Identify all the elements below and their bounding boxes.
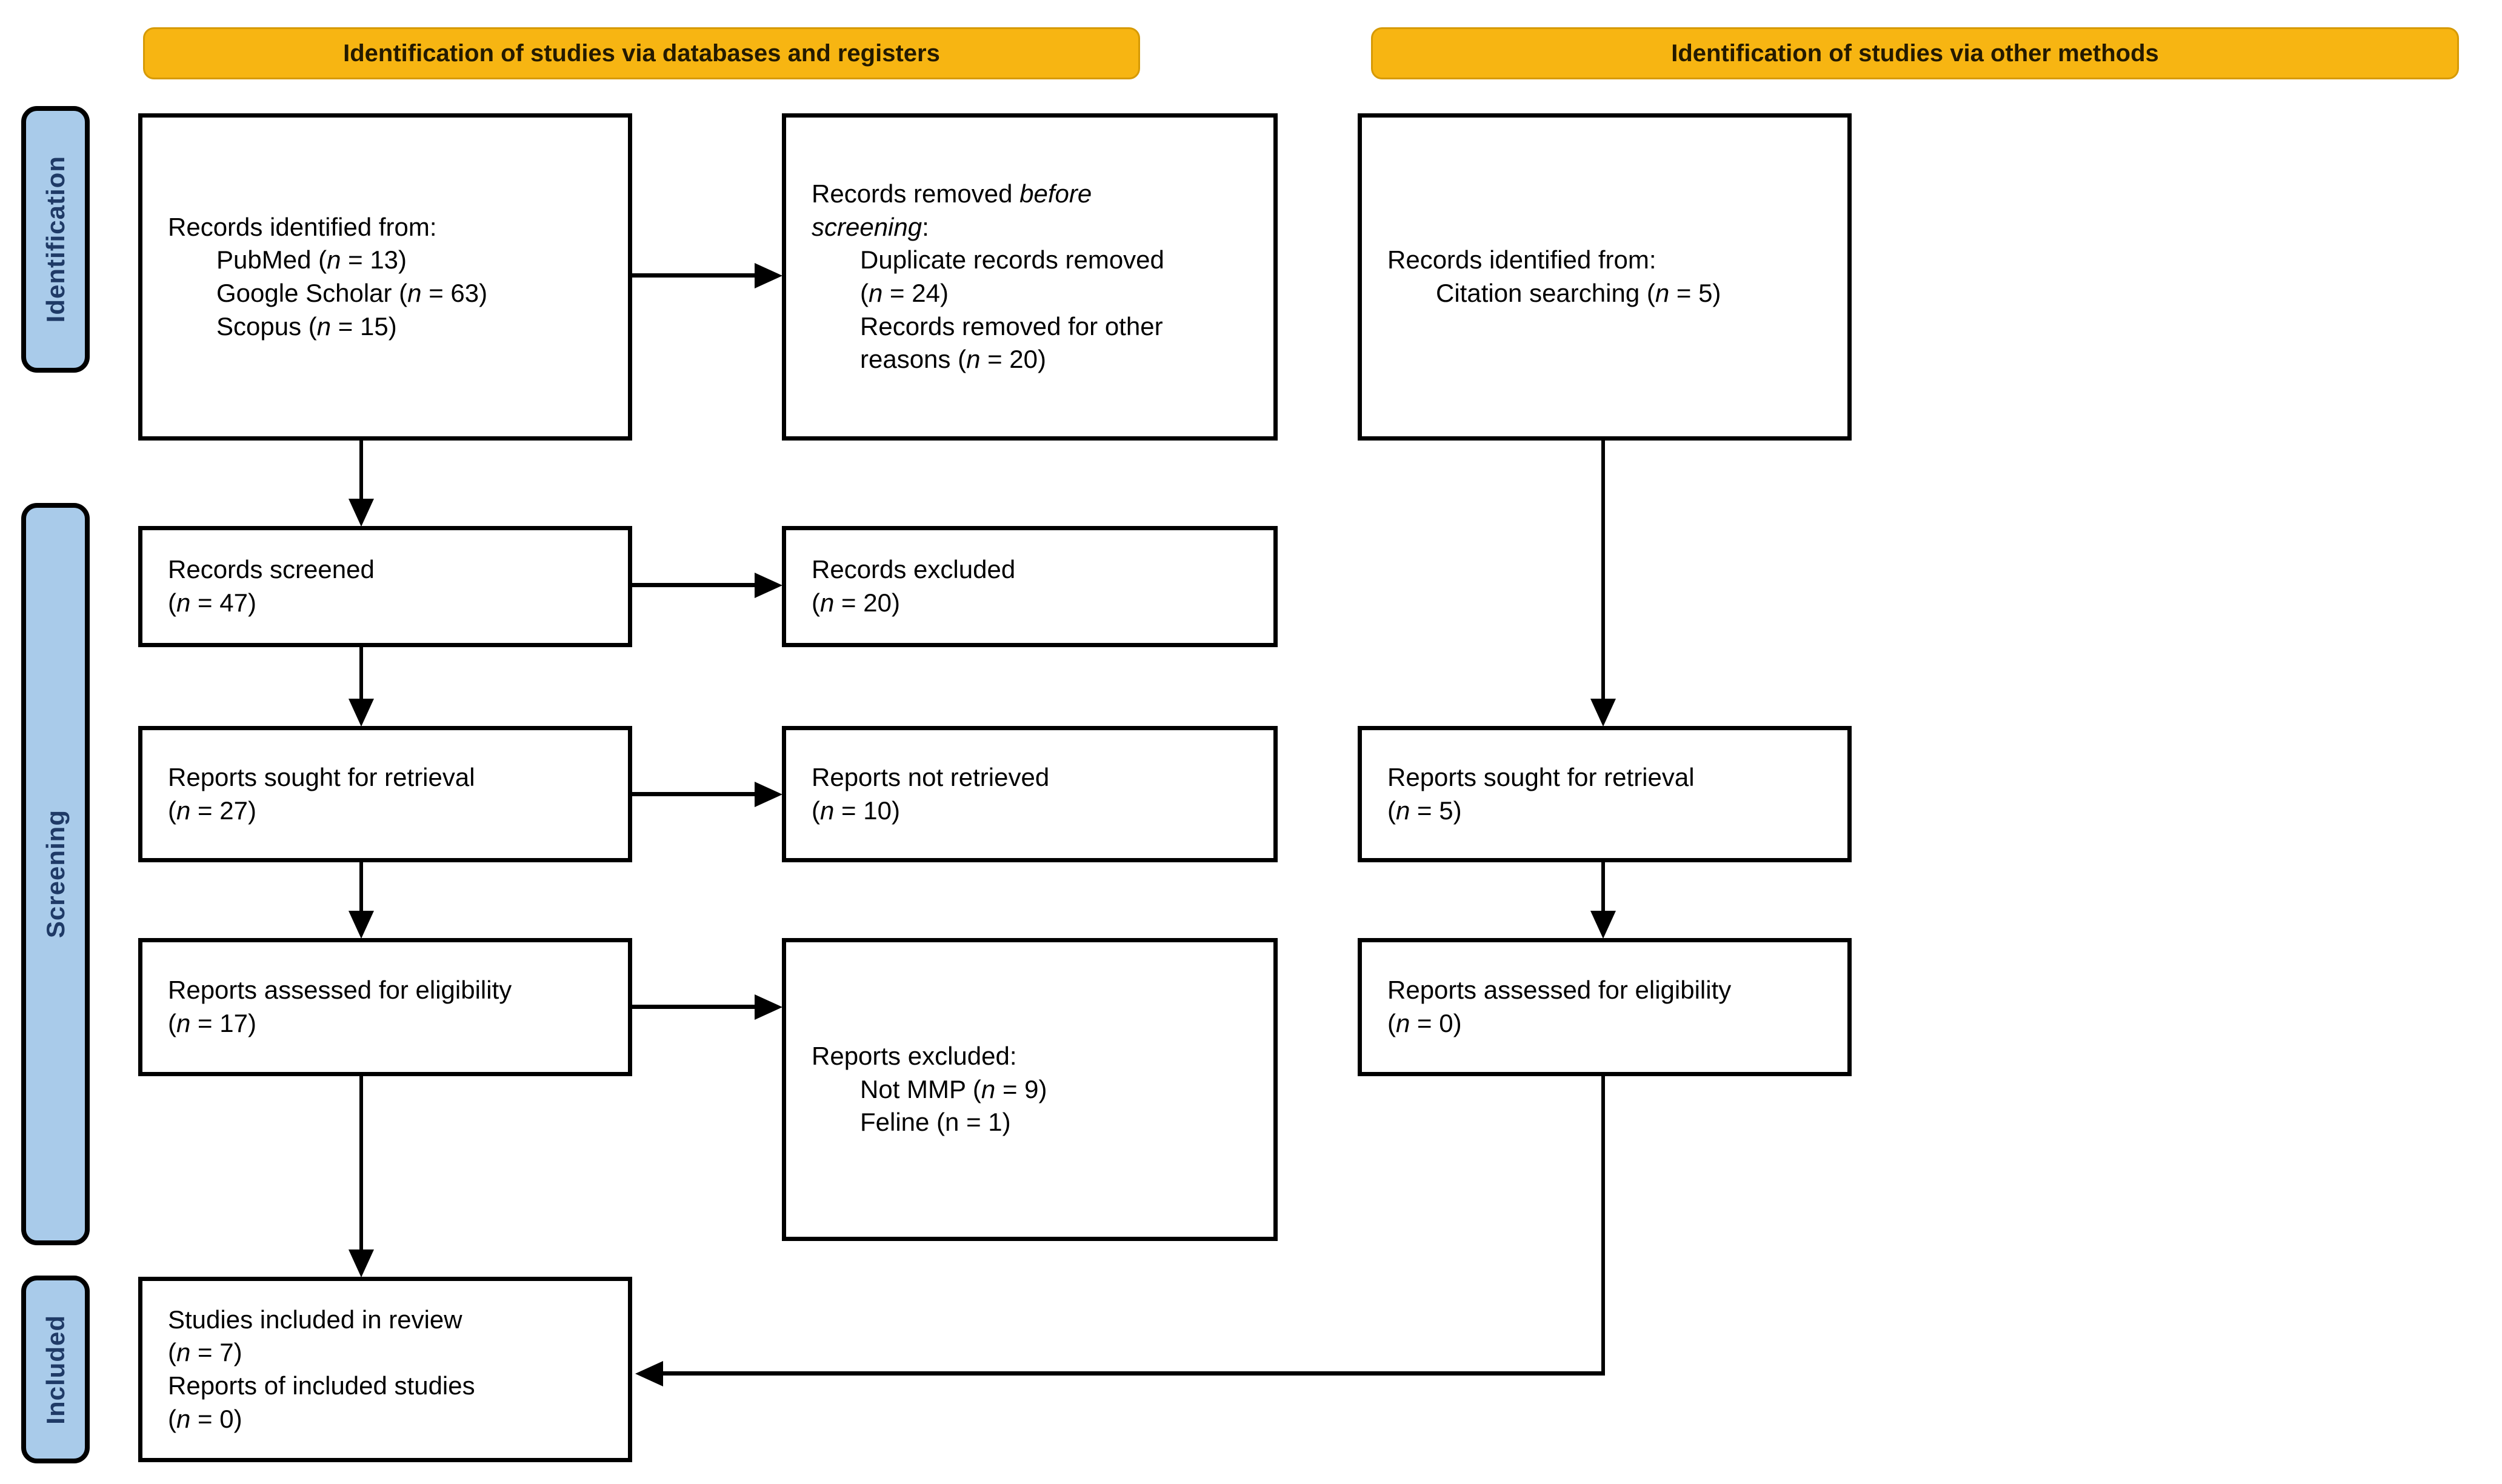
header-other-methods: Identification of studies via other meth… [1371, 27, 2459, 79]
box-studies-included: Studies included in review(n = 7)Reports… [138, 1277, 632, 1462]
box-reports-not-retrieved: Reports not retrieved(n = 10) [782, 726, 1278, 862]
box-records-excluded: Records excluded(n = 20) [782, 526, 1278, 647]
box-records-screened: Records screened(n = 47) [138, 526, 632, 647]
box-reports-assessed-other-methods: Reports assessed for eligibility(n = 0) [1358, 938, 1852, 1076]
box-records-identified-databases: Records identified from:PubMed (n = 13)G… [138, 113, 632, 441]
stage-screening-label: Screening [41, 810, 70, 939]
header-databases-registers: Identification of studies via databases … [143, 27, 1140, 79]
stage-included: Included [21, 1276, 90, 1463]
stage-included-label: Included [41, 1314, 70, 1425]
box-records-identified-other-methods: Records identified from:Citation searchi… [1358, 113, 1852, 441]
stage-identification-label: Identification [41, 156, 70, 323]
stage-screening: Screening [21, 503, 90, 1245]
stage-identification: Identification [21, 106, 90, 373]
header-other-methods-label: Identification of studies via other meth… [1671, 39, 2159, 67]
box-reports-excluded-reasons: Reports excluded:Not MMP (n = 9)Feline (… [782, 938, 1278, 1241]
box-reports-assessed-databases: Reports assessed for eligibility(n = 17) [138, 938, 632, 1076]
header-databases-registers-label: Identification of studies via databases … [343, 39, 940, 67]
box-reports-sought-other-methods: Reports sought for retrieval(n = 5) [1358, 726, 1852, 862]
box-reports-sought-databases: Reports sought for retrieval(n = 27) [138, 726, 632, 862]
